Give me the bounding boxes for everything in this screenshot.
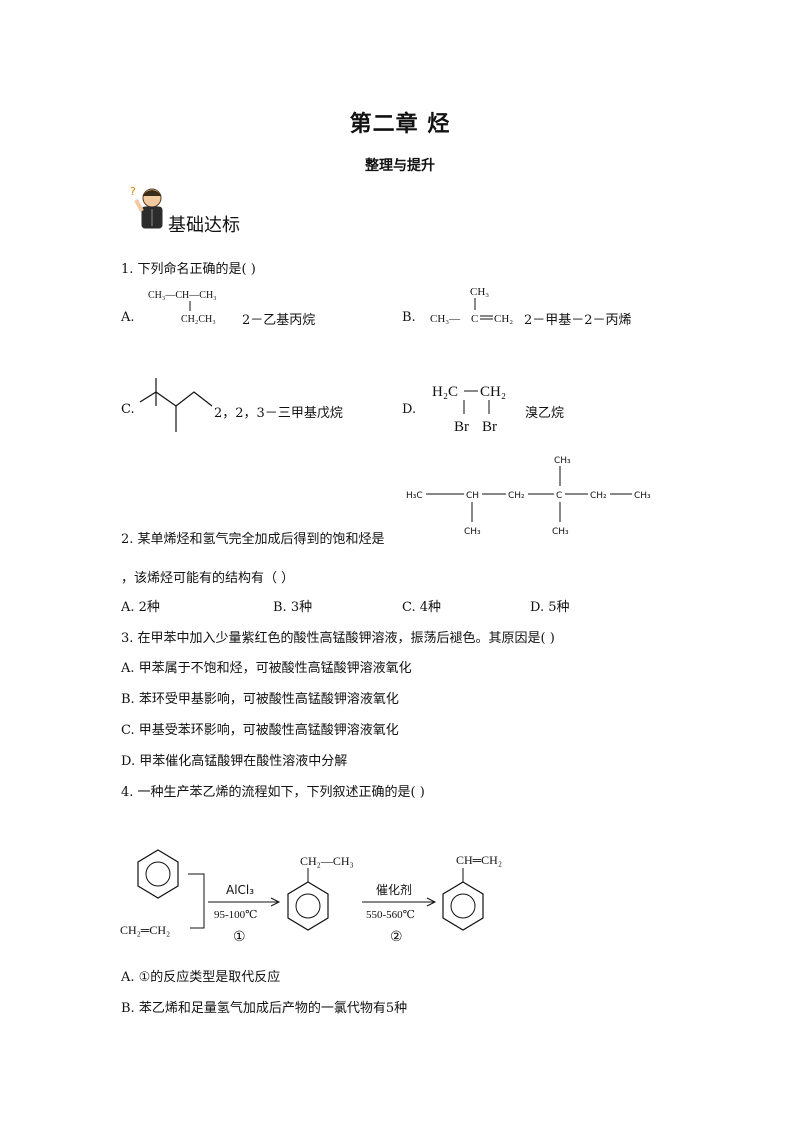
q1-option-c-skeletal-formula [139, 378, 213, 432]
q2-option-c[interactable]: C. 4种 [402, 600, 442, 615]
benzene-ring-ethylbenzene [287, 868, 329, 931]
section-heading: 基础达标 [168, 215, 240, 236]
section-subtitle: 整理与提升 [365, 158, 435, 174]
q1-option-a-letter: A. [121, 310, 135, 325]
q1-option-c-name: 2，2，3－三甲基戊烷 [214, 406, 343, 421]
condition1-catalyst: AlCl₃ [226, 883, 254, 897]
q1-option-a-formula: CH₃—CH—CH₃ CH₂CH₃ [148, 290, 217, 325]
styrene-substituent: CH═CH₂ [456, 853, 502, 867]
student-thinking-icon: ? [130, 185, 163, 229]
q2-stem-continued: ，该烯烃可能有的结构有（ ） [121, 571, 295, 586]
q2-option-b[interactable]: B. 3种 [273, 600, 313, 615]
condition1-temperature: 95-100℃ [214, 909, 257, 921]
q2-ch2b: CH₂ [590, 491, 607, 501]
q1-stem: 1. 下列命名正确的是( ) [121, 262, 256, 277]
formula-b-left: CH₃— [430, 313, 461, 325]
q3-option-b[interactable]: B. 苯环受甲基影响，可被酸性高锰酸钾溶液氧化 [121, 692, 399, 707]
condition2-temperature: 550-560℃ [366, 909, 415, 921]
formula-a-branch: CH₂CH₃ [181, 314, 216, 325]
formula-a-main: CH₃—CH—CH₃ [148, 290, 217, 301]
q1-option-c-letter: C. [121, 402, 135, 417]
reagent-ethylene: CH₂═CH₂ [120, 923, 170, 937]
q3-option-d[interactable]: D. 甲苯催化高锰酸钾在酸性溶液中分解 [121, 754, 348, 769]
q2-stem: 2. 某单烯烃和氢气完全加成后得到的饱和烃是 [121, 532, 385, 547]
q1-option-b-formula: CH₃ CH₃— C CH₂ [430, 286, 513, 325]
q4-option-b[interactable]: B. 苯乙烯和足量氢气加成后产物的一氯代物有5种 [121, 1001, 408, 1016]
q3-stem: 3. 在甲苯中加入少量紫红色的酸性高锰酸钾溶液，振荡后褪色。其原因是( ) [121, 631, 555, 646]
q1-option-d-formula: H₂C CH₂ Br Br [432, 384, 506, 435]
q2-ch2a: CH₂ [508, 491, 525, 501]
q1-option-d-name: 溴乙烷 [525, 406, 565, 421]
formula-d-left: H₂C [432, 384, 458, 400]
q2-ch3-branch2: CH₃ [552, 527, 569, 537]
step2-label: ② [390, 930, 403, 945]
q2-saturated-hydrocarbon-structure: CH₃ H₃C CH CH₂ C CH₂ CH₃ CH₃ CH₃ [406, 456, 651, 537]
q1-option-a-name: 2－乙基丙烷 [242, 313, 316, 328]
svg-text:?: ? [130, 185, 136, 198]
q2-ch3-right: CH₃ [634, 491, 651, 501]
formula-b-center: C [471, 313, 478, 325]
q3-option-c[interactable]: C. 甲基受苯环影响，可被酸性高锰酸钾溶液氧化 [121, 723, 399, 738]
q2-ch3-top: CH₃ [554, 456, 571, 466]
q2-ch3-branch1: CH₃ [464, 527, 481, 537]
q1-option-d-letter: D. [402, 402, 417, 417]
q2-ch: CH [466, 491, 479, 501]
formula-b-methyl: CH₃ [470, 286, 489, 298]
q2-c: C [556, 491, 562, 501]
q1-option-b-letter: B. [402, 310, 416, 325]
formula-d-br1: Br [454, 419, 469, 435]
q4-option-a[interactable]: A. ①的反应类型是取代反应 [121, 970, 281, 985]
q3-option-a[interactable]: A. 甲苯属于不饱和烃，可被酸性高锰酸钾溶液氧化 [121, 661, 412, 676]
benzene-ring-styrene [442, 868, 484, 931]
condition2-catalyst: 催化剂 [376, 882, 412, 897]
formula-b-right: CH₂ [494, 313, 513, 325]
formula-d-br2: Br [482, 419, 497, 435]
q2-option-a[interactable]: A. 2种 [121, 600, 160, 615]
q1-option-b-name: 2－甲基－2－丙烯 [524, 313, 632, 328]
q4-stem: 4. 一种生产苯乙烯的流程如下，下列叙述正确的是( ) [121, 785, 425, 800]
chapter-title: 第二章 烃 [349, 111, 451, 137]
q2-option-d[interactable]: D. 5种 [530, 600, 570, 615]
q4-reaction-scheme: CH₂═CH₂ AlCl₃ 95-100℃ ① CH₂—CH₃ 催化剂 550-… [120, 849, 502, 945]
step1-label: ① [233, 930, 246, 945]
ethylbenzene-substituent: CH₂—CH₃ [300, 854, 354, 868]
q2-h3c: H₃C [406, 491, 423, 501]
benzene-ring-reactant [137, 849, 179, 899]
formula-d-right: CH₂ [480, 384, 506, 400]
